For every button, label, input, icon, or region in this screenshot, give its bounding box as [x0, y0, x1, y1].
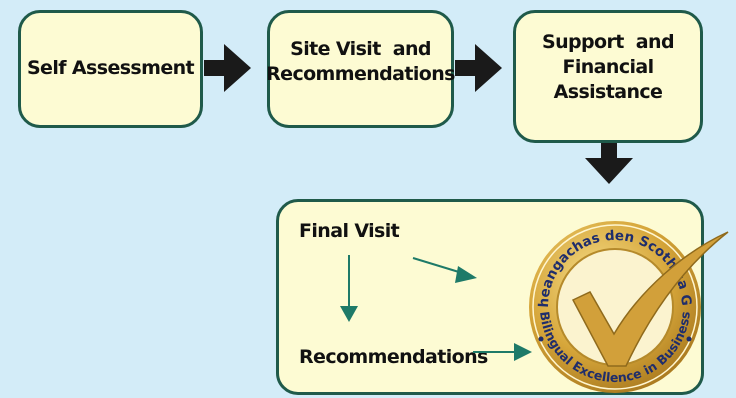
arrow-diagonal-thin-icon [412, 257, 477, 283]
site-visit-label-line1: Site Visit and [290, 37, 431, 60]
arrow-right-icon [455, 44, 502, 92]
support-label-line2: Financial [562, 55, 654, 78]
support-label-line1: Support and [542, 30, 675, 53]
site-visit-box: Site Visit and Recommendations [266, 10, 455, 128]
support-box: Support and Financial Assistance [513, 10, 703, 143]
final-visit-label: Final Visit [299, 220, 400, 242]
recommendations-label: Recommendations [299, 346, 488, 368]
site-visit-label-line2: Recommendations [266, 63, 455, 85]
arrow-right-thin-icon [473, 343, 532, 361]
checkmark-icon [571, 231, 729, 367]
arrow-down-thin-icon [340, 255, 358, 322]
self-assessment-box: Self Assessment [18, 10, 203, 128]
arrow-down-icon [585, 143, 633, 184]
self-assessment-label: Self Assessment [26, 57, 195, 80]
internal-arrows [340, 255, 532, 361]
arrow-right-icon [204, 44, 251, 92]
bilingual-excellence-seal-icon: Dátheangachas den Scoth sa Ghnó Bilingua… [0, 0, 729, 393]
support-label-line3: Assistance [553, 81, 663, 104]
